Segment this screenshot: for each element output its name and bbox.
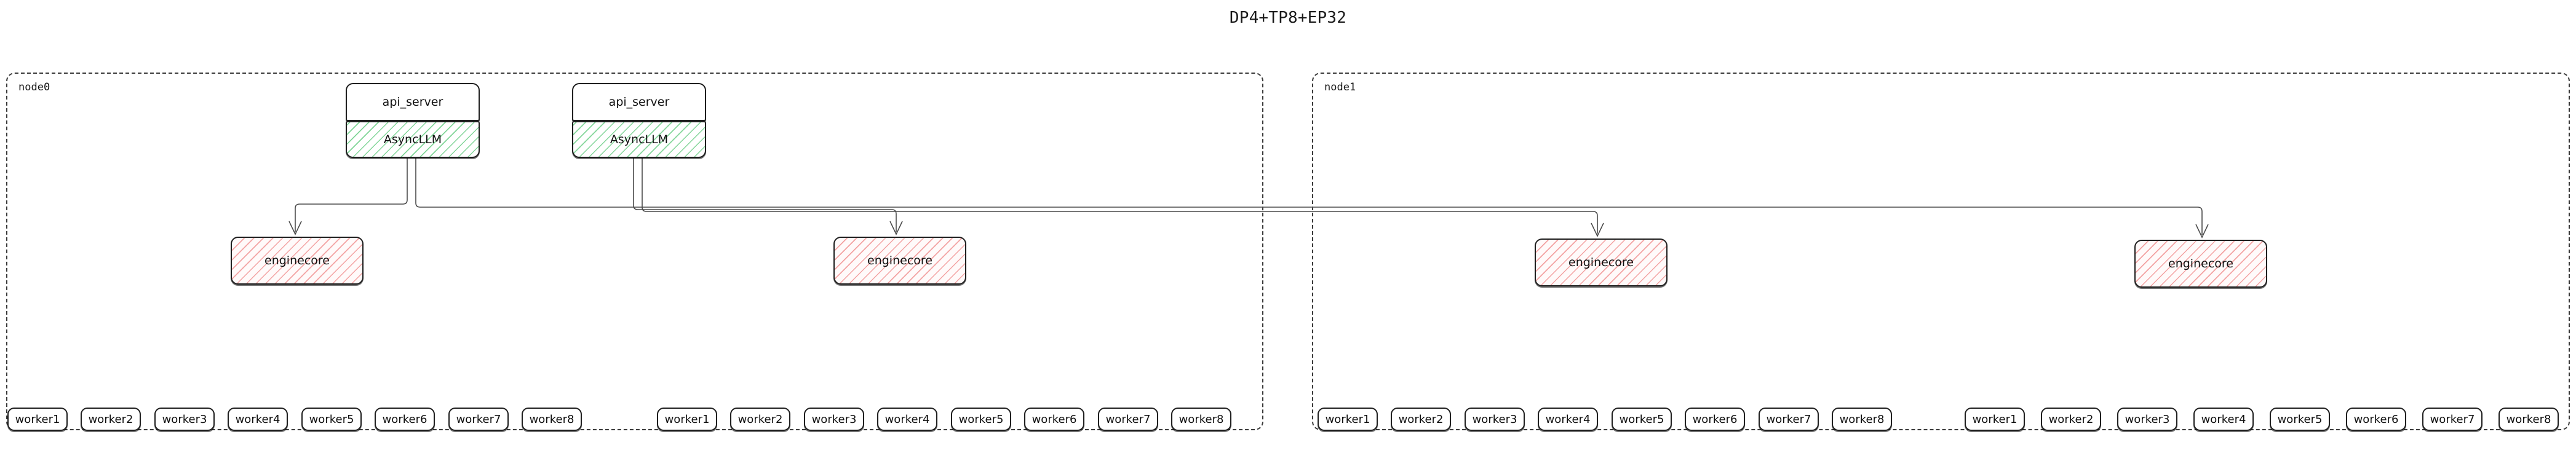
worker-box[interactable]: worker4: [877, 408, 937, 431]
worker-box[interactable]: worker7: [1759, 408, 1819, 431]
worker-box[interactable]: worker6: [1024, 408, 1084, 431]
api-server-stack-1: api_server AsyncLLM: [572, 83, 706, 158]
worker-row: worker1 worker2 worker3 worker4 worker5 worke…: [7, 408, 582, 431]
worker-box[interactable]: worker1: [1318, 408, 1378, 431]
worker-box[interactable]: worker5: [951, 408, 1011, 431]
worker-box[interactable]: worker4: [1538, 408, 1598, 431]
worker-box[interactable]: worker5: [301, 408, 362, 431]
diagram-title: DP4+TP8+EP32: [1229, 9, 1347, 27]
worker-row: worker1 worker2 worker3 worker4 worker5 worke…: [1965, 408, 2559, 431]
worker-box[interactable]: worker5: [2270, 408, 2330, 431]
enginecore-box[interactable]: enginecore: [833, 237, 966, 285]
worker-row: worker1 worker2 worker3 worker4 worker5 worke…: [657, 408, 1231, 431]
worker-box[interactable]: worker8: [1171, 408, 1231, 431]
worker-box[interactable]: worker1: [1965, 408, 2025, 431]
asyncllm-box[interactable]: AsyncLLM: [572, 121, 706, 158]
asyncllm-box[interactable]: AsyncLLM: [346, 121, 480, 158]
cluster-label-node0: node0: [18, 81, 50, 93]
worker-box[interactable]: worker3: [804, 408, 864, 431]
worker-box[interactable]: worker7: [1098, 408, 1158, 431]
worker-box[interactable]: worker6: [2346, 408, 2406, 431]
enginecore-box[interactable]: enginecore: [231, 237, 364, 285]
worker-box[interactable]: worker7: [448, 408, 509, 431]
worker-box[interactable]: worker7: [2422, 408, 2483, 431]
worker-box[interactable]: worker1: [7, 408, 68, 431]
worker-box[interactable]: worker5: [1612, 408, 1672, 431]
worker-box[interactable]: worker8: [1832, 408, 1892, 431]
worker-box[interactable]: worker3: [154, 408, 215, 431]
worker-box[interactable]: worker4: [228, 408, 288, 431]
worker-box[interactable]: worker2: [730, 408, 790, 431]
api-server-box[interactable]: api_server: [572, 83, 706, 121]
worker-box[interactable]: worker6: [1685, 408, 1745, 431]
worker-box[interactable]: worker3: [2117, 408, 2177, 431]
worker-box[interactable]: worker4: [2193, 408, 2254, 431]
worker-box[interactable]: worker3: [1465, 408, 1525, 431]
worker-row: worker1 worker2 worker3 worker4 worker5 worke…: [1318, 408, 1892, 431]
worker-box[interactable]: worker2: [2041, 408, 2101, 431]
enginecore-box[interactable]: enginecore: [1535, 238, 1668, 286]
cluster-node0: [6, 73, 1263, 430]
api-server-box[interactable]: api_server: [346, 83, 480, 121]
worker-box[interactable]: worker8: [2498, 408, 2559, 431]
enginecore-box[interactable]: enginecore: [2134, 240, 2267, 288]
cluster-node1: [1312, 73, 2570, 430]
cluster-label-node1: node1: [1324, 81, 1356, 93]
worker-box[interactable]: worker2: [81, 408, 141, 431]
worker-box[interactable]: worker1: [657, 408, 717, 431]
worker-box[interactable]: worker2: [1391, 408, 1451, 431]
worker-box[interactable]: worker8: [522, 408, 582, 431]
api-server-stack-0: api_server AsyncLLM: [346, 83, 480, 158]
worker-box[interactable]: worker6: [375, 408, 435, 431]
